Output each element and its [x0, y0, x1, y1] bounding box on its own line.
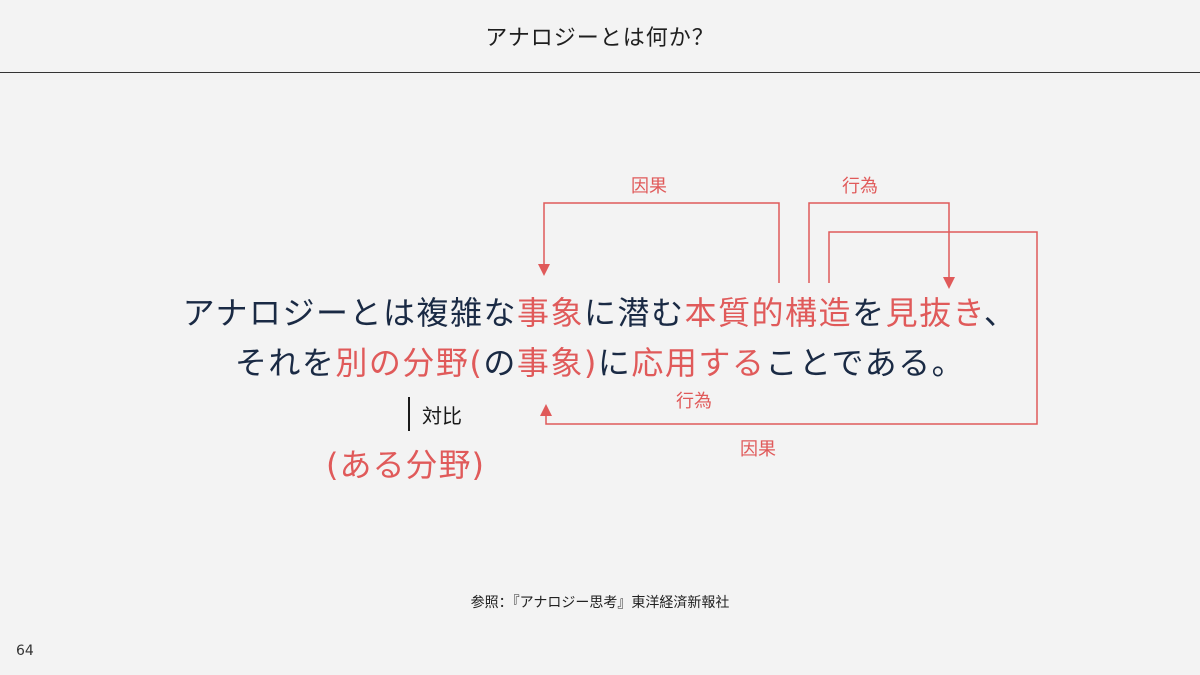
text-segment: アナロジーとは複雑な — [182, 294, 518, 332]
cause-arrow-top — [538, 202, 780, 283]
text-segment: の — [483, 344, 517, 382]
definition-line-2: それを別の分野(の事象)に応用することである。 — [0, 338, 1200, 384]
text-segment: 、 — [983, 294, 1018, 332]
highlight-phenomenon-2: 事象) — [516, 344, 598, 382]
slide-title: アナロジーとは何か？ — [485, 26, 715, 51]
label-bottom-action: 行為 — [676, 391, 712, 412]
domain-note: (ある分野) — [326, 446, 485, 484]
highlight-see-through: 見抜き — [885, 294, 984, 332]
highlight-phenomenon: 事象 — [517, 294, 585, 332]
source-citation: 参照：『アナロジー思考』東洋経済新報社 — [470, 595, 730, 611]
action-arrow-top — [808, 202, 955, 289]
page-number: 64 — [16, 643, 34, 659]
highlight-apply: 応用する — [631, 344, 766, 382]
text-segment: を — [852, 294, 886, 332]
text-segment: それを — [234, 344, 336, 382]
title-divider — [0, 72, 1200, 73]
contrast-marker: 対比 — [408, 397, 462, 431]
text-segment: ことである。 — [765, 344, 966, 382]
label-top-action: 行為 — [842, 176, 878, 197]
apply-arrow-long — [540, 231, 1038, 425]
label-bottom-cause: 因果 — [740, 439, 776, 460]
highlight-other-field: 別の分野( — [335, 344, 484, 382]
label-top-cause: 因果 — [631, 176, 667, 197]
contrast-label: 対比 — [422, 403, 462, 428]
definition-line-1: アナロジーとは複雑な事象に潜む本質的構造を見抜き、 — [0, 288, 1200, 334]
text-segment: に潜む — [584, 294, 685, 332]
highlight-essential-structure: 本質的構造 — [684, 294, 853, 332]
contrast-bar — [408, 397, 410, 431]
text-segment: に — [597, 344, 632, 382]
